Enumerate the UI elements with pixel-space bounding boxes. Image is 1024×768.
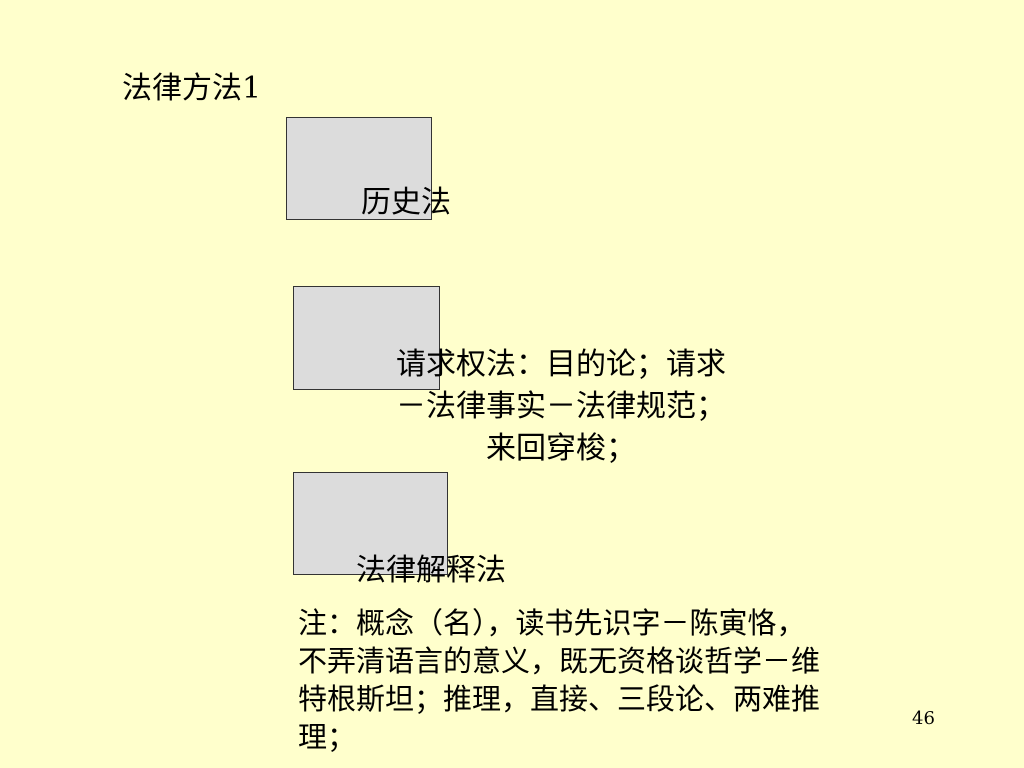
item-2-line: 请求权法：目的论；请求 — [396, 347, 726, 382]
note-line: 特根斯坦；推理，直接、三段论、两难推 — [298, 682, 821, 716]
item-2-text: 请求权法：目的论；请求 －法律事实－法律规范； 来回穿梭； — [366, 344, 756, 470]
item-2-line: －法律事实－法律规范； — [396, 389, 726, 424]
note-line: 注：概念（名），读书先识字－陈寅恪， — [298, 606, 806, 640]
item-3-label: 法律解释法 — [356, 553, 506, 588]
page-number: 46 — [912, 708, 935, 729]
item-2-line: 来回穿梭； — [486, 431, 636, 466]
slide-title: 法律方法1 — [122, 71, 262, 106]
placeholder-box-3 — [293, 472, 448, 575]
note-text: 注：概念（名），读书先识字－陈寅恪， 不弄清语言的意义，既无资格谈哲学－维 特根… — [298, 604, 918, 756]
placeholder-box-1 — [286, 117, 432, 220]
placeholder-box-2 — [293, 286, 440, 390]
note-line: 理； — [298, 720, 357, 754]
note-line: 不弄清语言的意义，既无资格谈哲学－维 — [298, 644, 821, 678]
item-1-label: 历史法 — [361, 185, 451, 220]
